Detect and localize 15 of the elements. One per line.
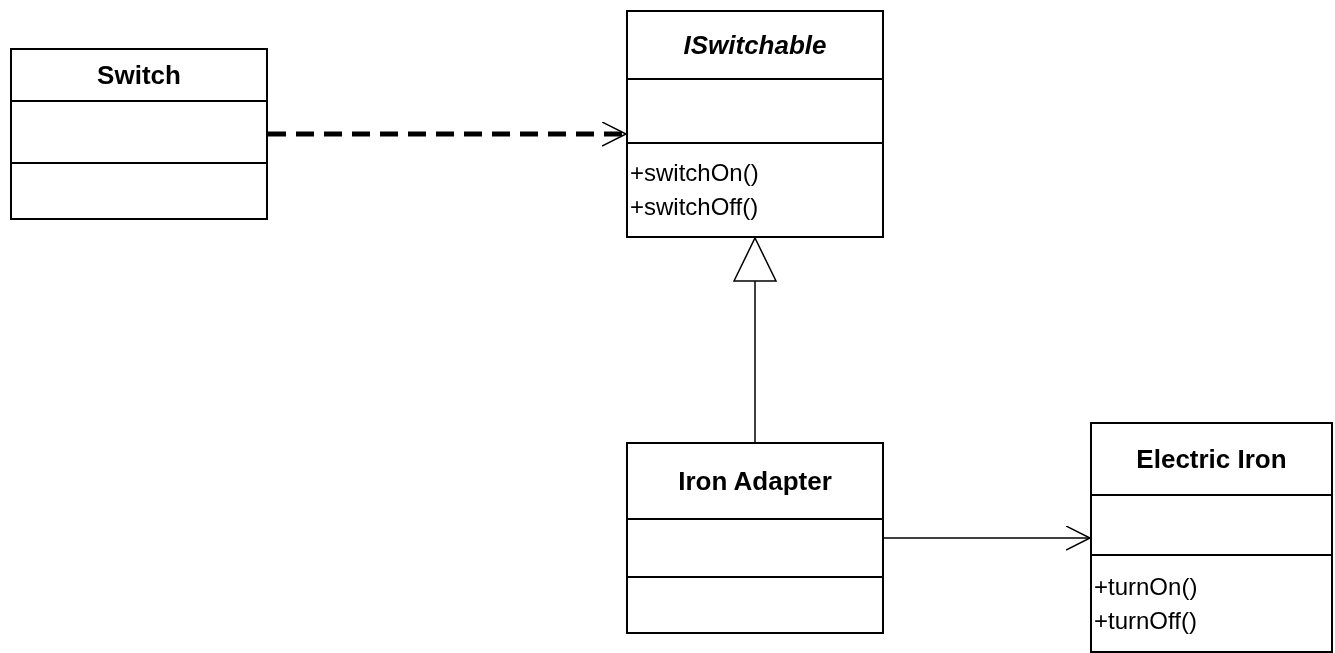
method-signature: +turnOn() — [1093, 571, 1199, 602]
method-signature: +switchOff() — [629, 192, 760, 222]
dependency-arrow — [268, 121, 627, 147]
class-name: ISwitchable — [683, 28, 827, 62]
class-box — [626, 10, 884, 238]
class-name: Electric Iron — [1136, 442, 1287, 476]
class-name: Iron Adapter — [678, 464, 832, 498]
method-signature: +turnOff() — [1093, 605, 1198, 636]
class-box — [10, 48, 268, 220]
class-box — [626, 442, 884, 634]
class-name: Switch — [97, 58, 181, 92]
method-signature: +switchOn() — [629, 158, 760, 188]
realization-arrow — [733, 237, 777, 443]
association-arrow — [883, 525, 1091, 551]
class-box — [1090, 422, 1333, 653]
